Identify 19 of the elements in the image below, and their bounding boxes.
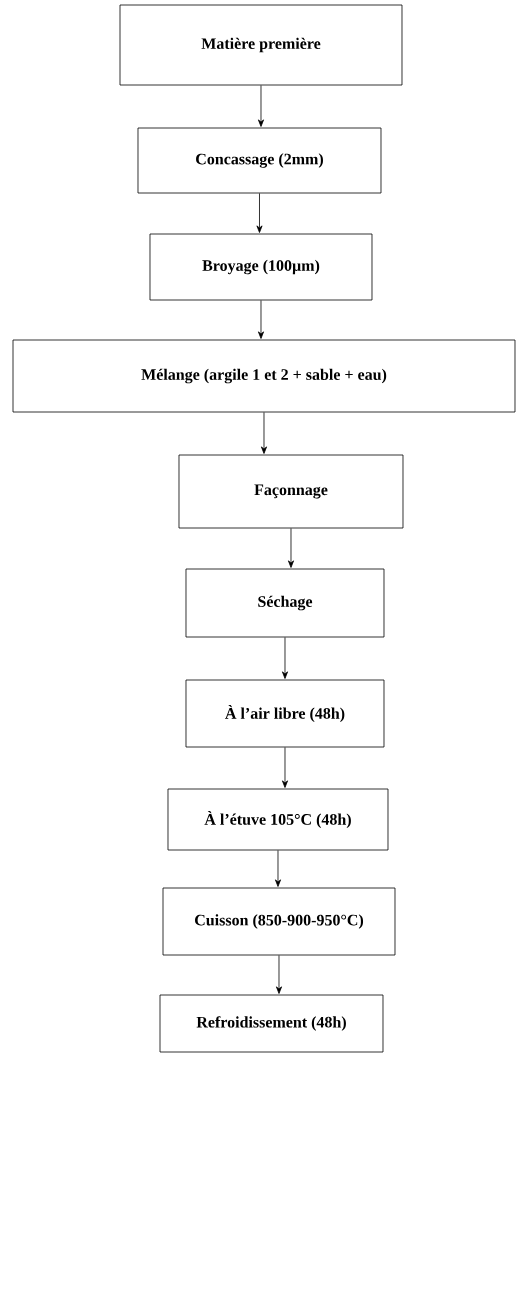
process-box: Refroidissement (48h) [159, 994, 384, 1053]
process-box: Concassage (2mm) [137, 127, 382, 194]
arrow [258, 300, 264, 339]
arrow [282, 747, 288, 788]
arrow [276, 955, 282, 994]
process-box: Broyage (100µm) [149, 233, 373, 301]
arrow [288, 528, 294, 568]
process-box: À l’air libre (48h) [185, 679, 385, 748]
arrow [275, 850, 281, 887]
arrow [258, 85, 264, 127]
process-box: Façonnage [178, 454, 404, 529]
process-box: Séchage [185, 568, 385, 638]
process-box: Mélange (argile 1 et 2 + sable + eau) [12, 339, 516, 413]
arrow [282, 637, 288, 679]
process-box: À l’étuve 105°C (48h) [167, 788, 389, 851]
arrow [261, 412, 267, 454]
process-box: Matière première [119, 4, 403, 86]
process-box: Cuisson (850-900-950°C) [162, 887, 396, 956]
arrow [256, 193, 263, 233]
